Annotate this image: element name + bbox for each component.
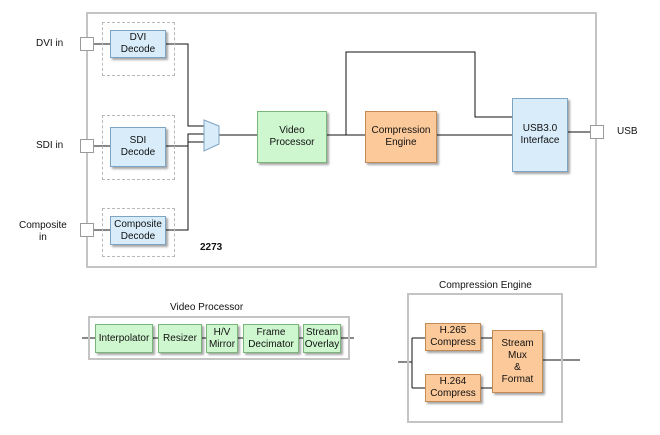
- h264-compress-block: H.264 Compress: [425, 374, 481, 402]
- compression-engine-detail-frame: [407, 293, 563, 423]
- composite-decode-group: [102, 208, 175, 257]
- usb-interface-block: USB3.0 Interface: [512, 98, 568, 172]
- hv-mirror-stage: H/V Mirror: [206, 324, 238, 353]
- composite-decode-block: Composite Decode: [110, 216, 166, 245]
- interpolator-stage: Interpolator: [95, 324, 153, 353]
- usb-output-port: [590, 125, 604, 139]
- video-processor-detail-frame: [88, 316, 350, 360]
- composite-input-port: [80, 223, 94, 237]
- dvi-decode-block: DVI Decode: [110, 30, 166, 58]
- resizer-stage: Resizer: [158, 324, 202, 353]
- sdi-decode-block: SDI Decode: [110, 127, 166, 167]
- dvi-decode-group: [102, 22, 175, 76]
- input-mux-shape: [203, 119, 220, 152]
- stream-mux-format-block: Stream Mux & Format: [492, 330, 543, 393]
- video-processor-detail-title: Video Processor: [170, 302, 244, 313]
- board-label: 2273: [200, 242, 223, 253]
- sdi-input-port: [80, 139, 94, 153]
- video-processor-block: Video Processor: [257, 111, 327, 163]
- dvi-input-port: [80, 37, 94, 51]
- sdi-input-label: SDI in: [36, 140, 64, 151]
- sdi-decode-group: [102, 115, 175, 180]
- compression-engine-detail-title: Compression Engine: [439, 280, 532, 291]
- h265-compress-block: H.265 Compress: [425, 323, 481, 351]
- compression-engine-block: Compression Engine: [365, 111, 437, 163]
- frame-decimator-stage: Frame Decimator: [243, 324, 299, 353]
- composite-input-label: Composite in: [19, 220, 67, 243]
- dvi-input-label: DVI in: [36, 38, 64, 49]
- usb-output-label: USB: [617, 126, 638, 137]
- stream-overlay-stage: Stream Overlay: [303, 324, 341, 353]
